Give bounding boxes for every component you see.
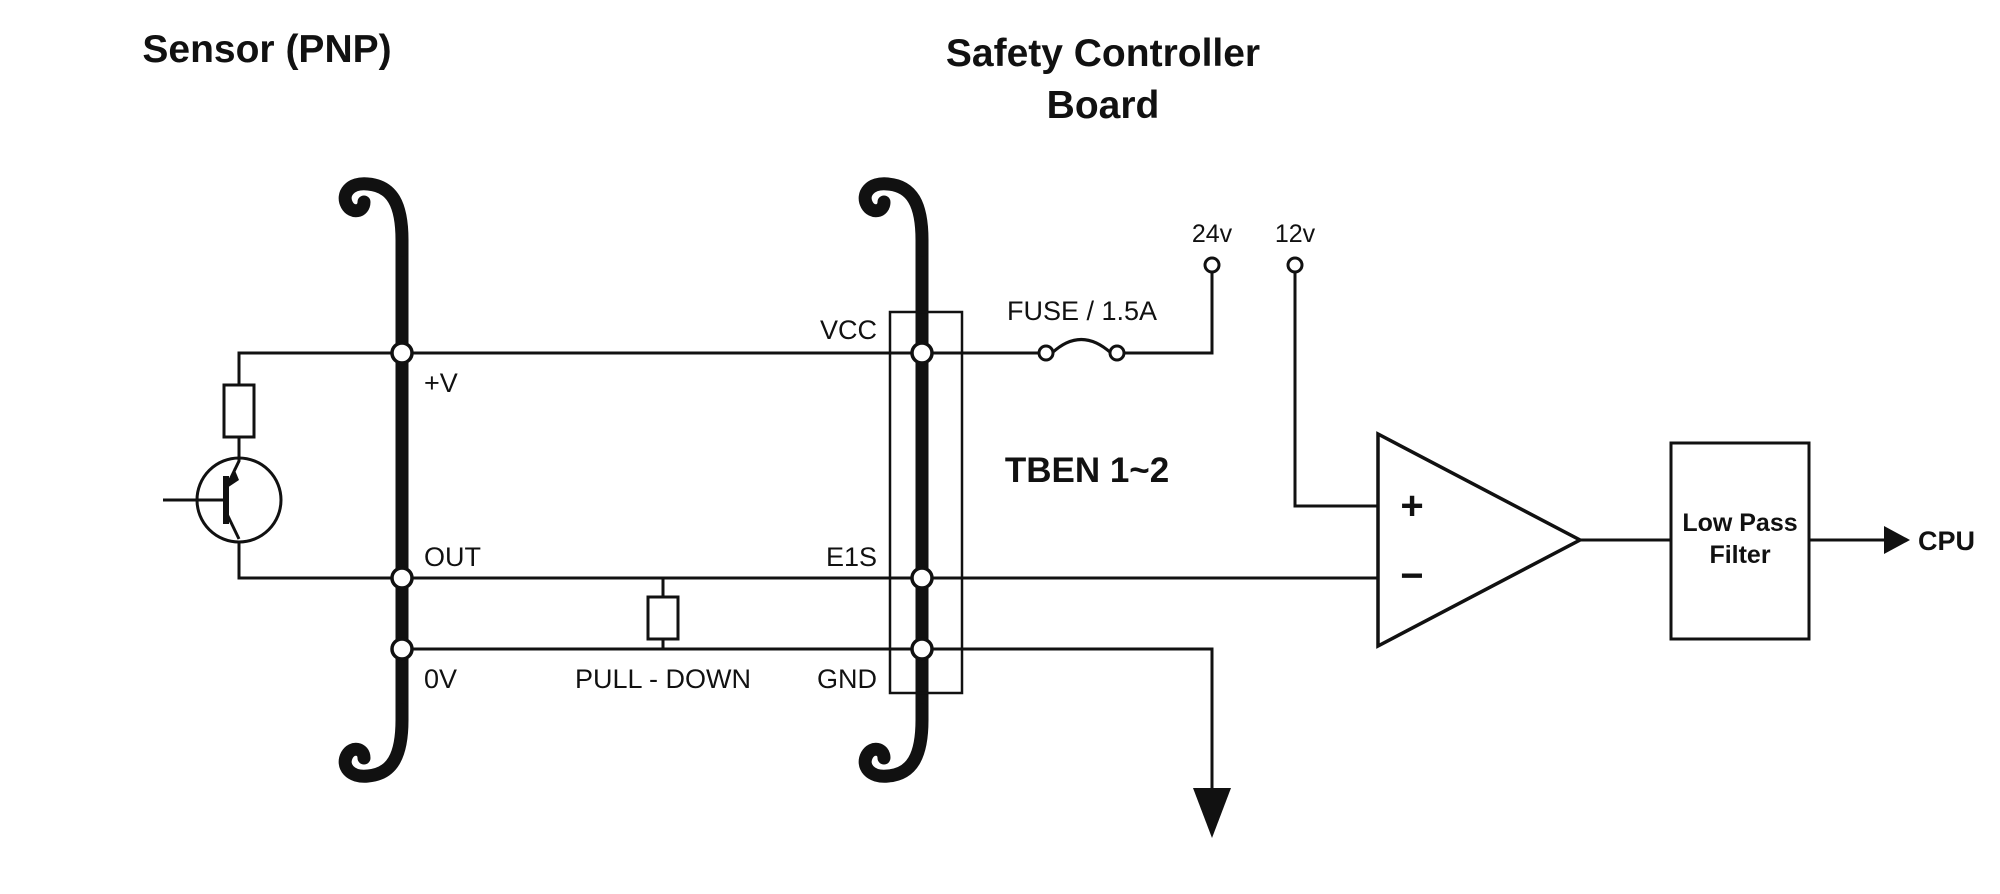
sensor-boundary-line — [338, 177, 409, 783]
sensor-resistor — [222, 383, 256, 439]
opamp-minus-label: − — [1400, 554, 1423, 598]
label-12v: 12v — [1275, 220, 1316, 248]
controller-gnd-dot — [910, 637, 934, 661]
controller-vcc-dot — [910, 341, 934, 365]
wires — [237, 270, 1888, 792]
fuse-24v-wire — [1122, 270, 1214, 355]
controller-title-line1: Safety Controller — [946, 32, 1260, 75]
label-out: OUT — [424, 542, 481, 572]
sensor-out-dot — [390, 566, 414, 590]
supply-12v-wire — [1293, 270, 1380, 508]
cpu-arrow — [1884, 526, 1910, 554]
boundaries — [338, 177, 929, 783]
fuse — [1037, 338, 1126, 362]
low-pass-filter-box — [1669, 441, 1811, 641]
sensor-title: Sensor (PNP) — [142, 28, 391, 71]
label-cpu: CPU — [1918, 526, 1975, 556]
controller-e1s-dot — [910, 566, 934, 590]
controller-boundary-bottom-break — [858, 703, 929, 783]
controller-boundary-top-break — [858, 177, 929, 257]
sensor-plus-v-dot — [390, 341, 414, 365]
ground-arrow — [1193, 788, 1231, 838]
fuse-left-contact — [1037, 344, 1055, 362]
controller-title-line2: Board — [1047, 84, 1160, 127]
gnd-wire — [920, 647, 1214, 792]
terminal-12v-circle — [1286, 256, 1304, 274]
label-pull-down: PULL - DOWN — [575, 664, 751, 694]
fuse-arc — [1050, 338, 1113, 355]
comparator-opamp — [1376, 431, 1584, 649]
label-e1s: E1S — [826, 542, 877, 572]
label-gnd: GND — [817, 664, 877, 694]
sensor-zero-v-dot — [390, 637, 414, 661]
terminal-block — [888, 310, 964, 695]
sensor-boundary-top-break — [338, 177, 409, 257]
opamp-plus-label: + — [1400, 484, 1423, 528]
terminal-24v-circle — [1203, 256, 1221, 274]
pull-down-resistor — [646, 595, 680, 641]
connection-dots — [390, 341, 934, 661]
lpf-label-line2: Filter — [1709, 541, 1770, 569]
label-tben: TBEN 1~2 — [1005, 451, 1169, 490]
label-zero-v: 0V — [424, 664, 457, 694]
controller-boundary-line — [858, 177, 929, 783]
lpf-label-line1: Low Pass — [1682, 509, 1797, 537]
label-vcc: VCC — [820, 315, 877, 345]
transistor-emitter-arrow — [227, 468, 239, 488]
fuse-right-contact — [1108, 344, 1126, 362]
transistor-collector-segment — [224, 511, 241, 540]
label-fuse: FUSE / 1.5A — [1007, 296, 1157, 326]
pnp-transistor — [163, 456, 283, 544]
sensor-boundary-bottom-break — [338, 703, 409, 783]
label-24v: 24v — [1192, 220, 1233, 248]
label-plus-v: +V — [424, 368, 458, 398]
